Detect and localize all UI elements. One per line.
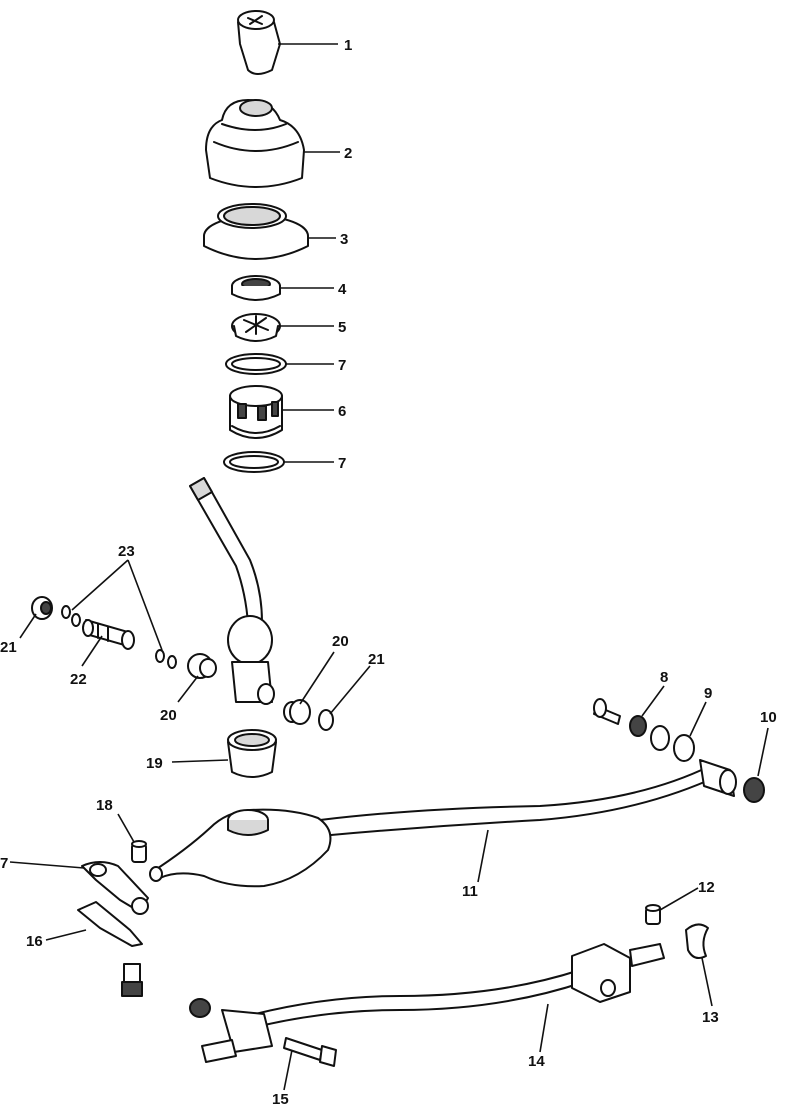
callout-1: 1 (344, 37, 352, 54)
callout-10: 10 (760, 709, 777, 726)
part-12-sleeve (645, 904, 661, 925)
callout-19: 19 (146, 755, 163, 772)
callout-7-upper: 7 (338, 357, 346, 374)
part-5-spring-seat (231, 313, 281, 342)
callout-20-left: 20 (160, 707, 177, 724)
callout-4: 4 (338, 281, 347, 298)
part-20-left-bushing (187, 653, 217, 679)
callout-21-left: 21 (0, 639, 17, 656)
leader-lines (9, 43, 769, 1091)
callout-labels: 1 2 3 4 5 7 6 7 23 21 22 20 20 21 19 8 9… (0, 37, 777, 1108)
part-2-shift-boot (205, 99, 305, 188)
part-22-pivot-pin (82, 619, 135, 650)
callout-13: 13 (702, 1009, 719, 1026)
part-8-bolt (593, 698, 647, 737)
callout-2: 2 (344, 145, 352, 162)
callout-8: 8 (660, 669, 668, 686)
callout-18: 18 (96, 797, 113, 814)
callout-3: 3 (340, 231, 348, 248)
callout-7-lower: 7 (338, 455, 346, 472)
callout-6: 6 (338, 403, 346, 420)
callout-17: 7 (0, 855, 8, 872)
callout-11: 11 (462, 883, 478, 900)
part-1-shift-knob (237, 10, 281, 75)
part-23-circlips (61, 605, 177, 669)
part-14-lower-rod (239, 943, 665, 1031)
callout-14: 14 (528, 1053, 545, 1070)
part-7-o-ring-upper (225, 353, 287, 375)
callout-22: 22 (70, 671, 87, 688)
part-17-coupling (81, 861, 149, 915)
callout-21-right: 21 (368, 651, 385, 668)
callout-5: 5 (338, 319, 346, 336)
part-13-clip (685, 923, 709, 959)
part-16-bracket (77, 901, 143, 997)
part-3-boot-retainer (203, 203, 309, 260)
part-6-bushing (229, 385, 283, 439)
part-19-cup (227, 729, 277, 778)
part-15-lower-bracket (189, 998, 337, 1067)
part-9-bushings (650, 725, 695, 762)
part-4-seal-ring (231, 275, 281, 301)
callout-20-right: 20 (332, 633, 349, 650)
part-21-left-cap (31, 596, 53, 620)
part-7-o-ring-lower (223, 451, 285, 473)
shift-lever (189, 477, 275, 705)
part-11-shift-rod (149, 759, 737, 888)
callout-9: 9 (704, 685, 712, 702)
callout-23: 23 (118, 543, 135, 560)
part-21-right-clip (318, 709, 334, 731)
part-18-sleeve (131, 840, 147, 863)
part-10-washer (743, 777, 765, 803)
callout-15: 15 (272, 1091, 289, 1108)
part-20-right-bushing (283, 699, 311, 725)
callout-16: 16 (26, 933, 43, 950)
callout-12: 12 (698, 879, 715, 896)
